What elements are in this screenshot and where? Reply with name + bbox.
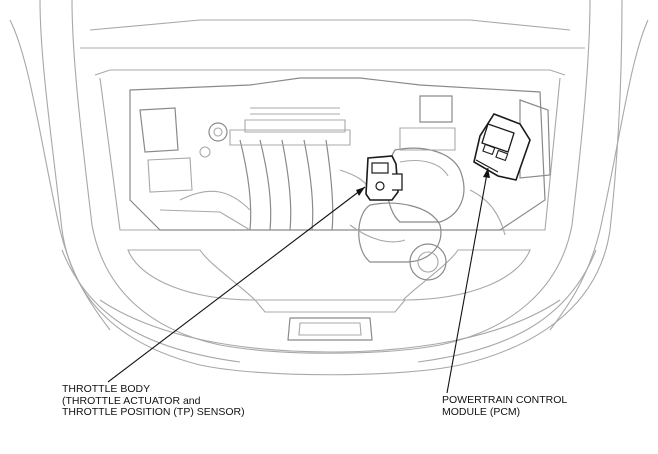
engine-block — [129, 77, 551, 281]
front-grille — [253, 299, 407, 341]
pcm-callout-line-2: MODULE (PCM) — [442, 405, 521, 418]
throttle-body-leader-line — [107, 186, 366, 383]
pcm-callout: POWERTRAIN CONTROL MODULE (PCM) — [442, 394, 568, 418]
pcm-leader-arrow — [483, 168, 490, 178]
pcm-leader-line — [446, 167, 489, 394]
throttle-body-leader-arrow — [356, 187, 365, 196]
throttle-body-callout-line-2: (THROTTLE ACTUATOR and — [62, 394, 201, 407]
pcm-part — [473, 113, 531, 181]
throttle-body-callout-line-1: THROTTLE BODY — [62, 383, 151, 395]
throttle-body-part — [365, 155, 403, 201]
throttle-body-callout-line-3: THROTTLE POSITION (TP) SENSOR) — [62, 406, 245, 418]
pcm-callout-line-1: POWERTRAIN CONTROL — [442, 394, 568, 406]
throttle-body-callout: THROTTLE BODY (THROTTLE ACTUATOR and THR… — [62, 383, 245, 419]
